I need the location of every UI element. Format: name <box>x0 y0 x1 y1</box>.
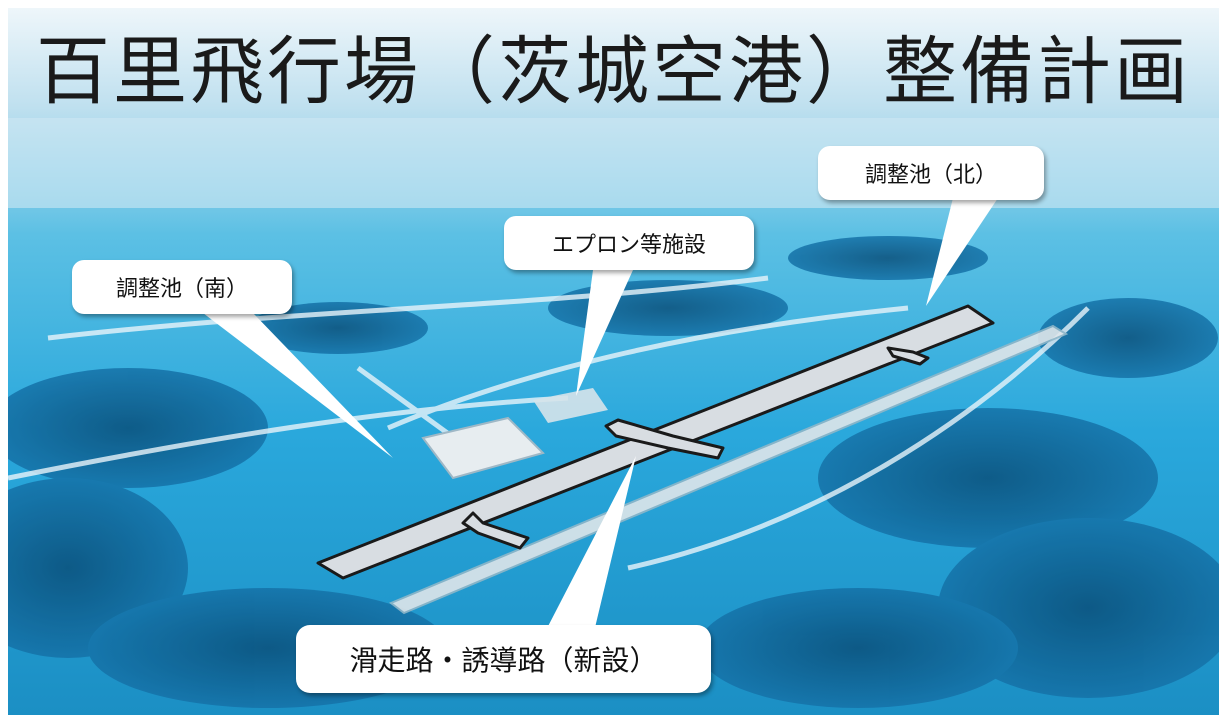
new-runway <box>316 304 995 580</box>
label-runway-text: 滑走路・誘導路（新設） <box>349 644 658 677</box>
page-title: 百里飛行場（茨城空港）整備計画 <box>36 29 1191 115</box>
pointer-pond-south <box>203 313 393 458</box>
taxiway-north <box>886 346 930 366</box>
label-pond-south: 調整池（南） <box>72 260 292 314</box>
label-apron-text: エプロン等施設 <box>551 233 706 258</box>
taxiway-center <box>604 418 725 460</box>
label-pond-north-text: 調整池（北） <box>864 163 997 188</box>
callout-pointers <box>203 198 998 636</box>
pointer-pond-north <box>926 198 998 306</box>
apron-small <box>533 388 608 423</box>
pointer-runway <box>543 456 636 636</box>
aerial-scene <box>8 118 1219 708</box>
label-pond-south-text: 調整池（南） <box>115 277 248 302</box>
pointer-apron <box>576 270 633 396</box>
taxiway-south <box>461 511 530 550</box>
apron-block <box>421 416 545 480</box>
label-apron: エプロン等施設 <box>504 216 754 270</box>
aerial-illustration: 百里飛行場（茨城空港）整備計画 調整池（南） エプロン等施設 調整池（北） 滑走… <box>8 8 1219 715</box>
existing-runway <box>389 324 1069 615</box>
forest-areas <box>8 236 1219 708</box>
label-runway: 滑走路・誘導路（新設） <box>296 625 711 693</box>
label-pond-north: 調整池（北） <box>818 146 1044 200</box>
